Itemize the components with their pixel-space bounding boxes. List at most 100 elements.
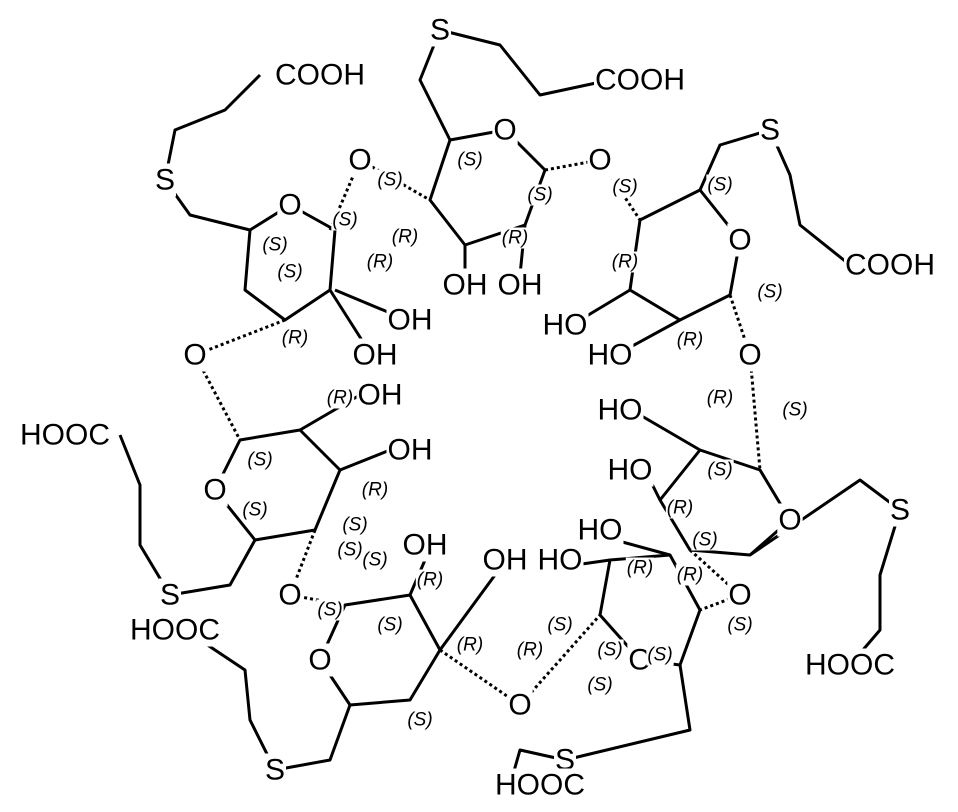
stereo-descriptor: (S) xyxy=(242,500,267,521)
label-backing xyxy=(596,393,644,427)
side-chain xyxy=(199,638,352,772)
bridge-oxygen-label: O xyxy=(508,689,531,722)
label-backing xyxy=(625,557,655,579)
stereo-descriptor: (R) xyxy=(502,228,528,249)
acid-label: HOOC xyxy=(805,649,895,682)
stereo-descriptor: (S) xyxy=(547,615,572,636)
label-backing xyxy=(276,261,304,283)
hydroxyl-label: OH xyxy=(483,544,528,577)
label-backing xyxy=(158,578,182,612)
hydroxyl-bond xyxy=(339,448,391,472)
hydroxyl-label: OH xyxy=(358,379,403,412)
label-backing xyxy=(182,338,208,372)
label-backing xyxy=(341,514,369,536)
label-backing xyxy=(390,226,420,248)
label-backing xyxy=(726,614,754,636)
glycosidic-bond xyxy=(328,157,431,231)
label-backing xyxy=(428,13,452,47)
label-backing xyxy=(496,268,544,302)
sulfur-label: S xyxy=(890,494,910,527)
sulfur-label: S xyxy=(760,114,780,147)
stereo-descriptor: (S) xyxy=(597,640,622,661)
ring-top-right xyxy=(628,188,742,322)
label-backing xyxy=(246,449,274,471)
label-backing xyxy=(241,499,269,521)
label-backing xyxy=(455,634,485,656)
labels: SSSSSSSCOOHCOOHCOOHHOOCHOOCHOOCHOOCOOOOO… xyxy=(19,13,936,802)
label-backing xyxy=(277,578,303,612)
label-backing xyxy=(365,251,395,273)
label-backing xyxy=(406,709,434,731)
label-backing xyxy=(727,578,753,612)
label-backing xyxy=(888,493,912,527)
stereo-descriptor: (R) xyxy=(707,388,733,409)
label-backing xyxy=(675,329,705,351)
sulfur-label: S xyxy=(555,744,575,777)
label-backing xyxy=(546,614,574,636)
stereo-descriptor: (R) xyxy=(362,480,388,501)
stereo-descriptor: (S) xyxy=(262,235,287,256)
ring-oxygen-label: O xyxy=(493,114,516,147)
side-chain xyxy=(418,28,611,141)
label-backing xyxy=(691,529,719,551)
ring-oxygen-label: O xyxy=(278,189,301,222)
label-backing xyxy=(325,387,355,409)
label-backing xyxy=(129,613,221,647)
acid-label: HOOC xyxy=(495,769,585,802)
sulfur-label: S xyxy=(160,579,180,612)
label-backing xyxy=(587,143,613,177)
label-backing xyxy=(596,639,624,661)
label-backing xyxy=(804,648,896,682)
hydroxyl-label: HO xyxy=(598,394,643,427)
ring-oxygen-label: O xyxy=(203,474,226,507)
stereo-descriptor: (S) xyxy=(317,600,342,621)
label-backing xyxy=(263,753,287,787)
label-backing xyxy=(361,549,389,571)
label-backing xyxy=(777,503,803,537)
stereo-descriptor: (R) xyxy=(417,570,443,591)
label-backing xyxy=(576,513,624,547)
label-backing xyxy=(606,453,654,487)
label-backing xyxy=(456,149,484,171)
label-backing xyxy=(492,113,518,147)
side-chain xyxy=(698,128,851,267)
hydroxyl-label: OH xyxy=(388,304,433,337)
label-backing xyxy=(351,338,399,372)
label-backing xyxy=(280,327,310,349)
label-backing xyxy=(586,338,634,372)
label-backing xyxy=(611,176,639,198)
label-backing xyxy=(515,639,545,661)
label-backing xyxy=(376,614,404,636)
label-backing xyxy=(336,539,364,561)
label-backing xyxy=(781,399,809,421)
stereo-descriptor: (S) xyxy=(277,262,302,283)
label-backing xyxy=(594,63,686,97)
stereo-descriptor: (R) xyxy=(677,565,703,586)
label-backing xyxy=(401,528,449,562)
label-backing xyxy=(553,743,577,777)
label-backing xyxy=(274,58,366,92)
ring-oxygen-label: O xyxy=(778,504,801,537)
label-backing xyxy=(610,251,640,273)
sulfur-label: S xyxy=(265,754,285,787)
label-backing xyxy=(386,433,434,467)
label-backing xyxy=(507,688,533,722)
label-backing xyxy=(737,338,763,372)
label-backing xyxy=(586,674,614,696)
bridge-oxygen-label: O xyxy=(728,579,751,612)
acid-label: HOOC xyxy=(20,419,110,452)
label-backing xyxy=(727,223,753,257)
label-backing xyxy=(844,248,936,282)
hydroxyl-label: OH xyxy=(353,339,398,372)
stereo-descriptor: (R) xyxy=(392,227,418,248)
label-backing xyxy=(541,308,589,342)
sulfur-label: S xyxy=(155,164,175,197)
stereo-descriptor: (S) xyxy=(692,530,717,551)
hydroxyl-label: HO xyxy=(588,339,633,372)
stereo-descriptor: (S) xyxy=(647,645,672,666)
label-backing xyxy=(415,569,445,591)
stereo-descriptor: (S) xyxy=(407,710,432,731)
hydroxyl-bond xyxy=(639,413,701,452)
stereo-descriptor: (S) xyxy=(707,175,732,196)
hydroxyl-bond xyxy=(438,574,497,651)
